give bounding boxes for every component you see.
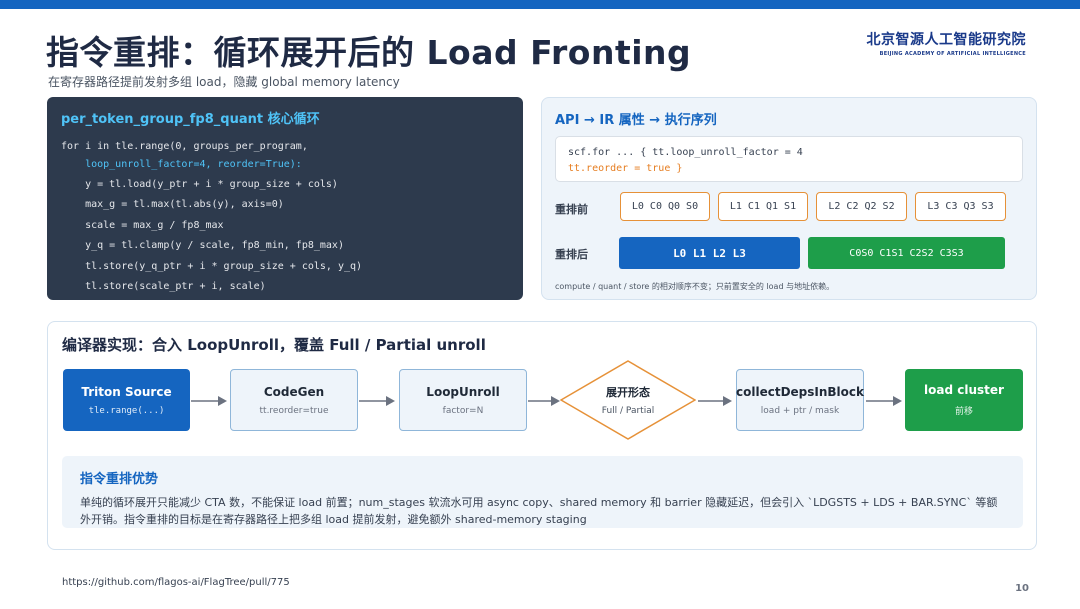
flow-arrow-icon [698, 396, 732, 406]
api-panel-note: compute / quant / store 的相对顺序不变；只前置安全的 l… [555, 282, 835, 291]
flow-node-load-cluster: load cluster 前移 [905, 369, 1023, 431]
logo-english-name: BEIJING ACADEMY OF ARTIFICIAL INTELLIGEN… [879, 51, 1026, 57]
before-reorder-label: 重排前 [555, 203, 588, 216]
ir-code-line: tt.reorder = true } [568, 163, 683, 174]
compiler-panel: 编译器实现：合入 LoopUnroll，覆盖 Full / Partial un… [47, 321, 1037, 550]
flow-node-sub: factor=N [442, 405, 484, 416]
flow-arrow-icon [528, 396, 560, 406]
ir-code-line: scf.for ... { tt.loop_unroll_factor = 4 [568, 147, 803, 158]
flow-node-collect-deps: collectDepsInBlock load + ptr / mask [736, 369, 864, 431]
flow-node-triton-source: Triton Source tle.range(...) [63, 369, 190, 431]
top-accent-bar [0, 0, 1080, 9]
flow-node-sub: tt.reorder=true [259, 405, 329, 416]
api-panel-title: API → IR 属性 → 执行序列 [555, 113, 717, 128]
code-line: tl.store(scale_ptr + i, scale) [61, 281, 266, 292]
page-number: 10 [1015, 583, 1029, 594]
code-line: y_q = tl.clamp(y / scale, fp8_min, fp8_m… [61, 240, 344, 251]
flow-node-title: 展开形态 [606, 386, 650, 399]
flow-decision-unroll-form: 展开形态 Full / Partial [560, 360, 696, 440]
flow-node-title: Triton Source [81, 384, 172, 399]
before-chip: L2 C2 Q2 S2 [816, 192, 907, 221]
compiler-panel-title: 编译器实现：合入 LoopUnroll，覆盖 Full / Partial un… [62, 336, 486, 354]
api-ir-panel: API → IR 属性 → 执行序列 scf.for ... { tt.loop… [541, 97, 1037, 300]
code-line: for i in tle.range(0, groups_per_program… [61, 141, 308, 152]
after-reorder-label: 重排后 [555, 248, 588, 261]
code-line: scale = max_g / fp8_max [61, 219, 224, 231]
flow-arrow-icon [359, 396, 395, 406]
code-line: y = tl.load(y_ptr + i * group_size + col… [61, 178, 338, 190]
code-line: loop_unroll_factor=4, reorder=True): [61, 158, 302, 170]
flow-node-codegen: CodeGen tt.reorder=true [230, 369, 358, 431]
flow-node-title: CodeGen [263, 384, 325, 399]
advantage-text: 单纯的循环展开只能减少 CTA 数，不能保证 load 前置；num_stage… [80, 496, 998, 526]
code-line: max_g = tl.max(tl.abs(y), axis=0) [61, 199, 284, 210]
page-subtitle: 在寄存器路径提前发射多组 load，隐藏 global memory laten… [48, 75, 400, 89]
logo-chinese-name: 北京智源人工智能研究院 [866, 32, 1026, 48]
before-chip: L1 C1 Q1 S1 [718, 192, 808, 221]
after-compute-chip: C0S0 C1S1 C2S2 C3S3 [808, 237, 1005, 269]
before-chip: L0 C0 Q0 S0 [620, 192, 710, 221]
flow-node-title: LoopUnroll [426, 384, 500, 399]
flow-node-sub: 前移 [954, 407, 973, 417]
github-pr-link[interactable]: https://github.com/flagos-ai/FlagTree/pu… [62, 577, 290, 588]
flow-node-sub: load + ptr / mask [760, 405, 840, 416]
ir-code-box: scf.for ... { tt.loop_unroll_factor = 4 … [555, 136, 1023, 182]
decision-diamond-icon [560, 360, 696, 440]
flow-node-sub: tle.range(...) [88, 405, 165, 416]
flow-node-sub: Full / Partial [601, 406, 655, 416]
code-panel: per_token_group_fp8_quant 核心循环 for i in … [47, 97, 523, 300]
page-title: 指令重排：循环展开后的 Load Fronting [46, 33, 692, 72]
code-panel-title: per_token_group_fp8_quant 核心循环 [61, 112, 320, 127]
after-loads-chip: L0 L1 L2 L3 [619, 237, 800, 269]
code-line: tl.store(y_q_ptr + i * group_size + cols… [61, 260, 363, 272]
advantage-title: 指令重排优势 [80, 472, 159, 487]
advantage-box: 指令重排优势 单纯的循环展开只能减少 CTA 数，不能保证 load 前置；nu… [62, 456, 1023, 528]
flow-node-title: load cluster [924, 383, 1004, 397]
flow-node-loopunroll: LoopUnroll factor=N [399, 369, 527, 431]
flow-node-title: collectDepsInBlock [736, 384, 865, 399]
flow-arrow-icon [191, 396, 227, 406]
baai-logo: 北京智源人工智能研究院 BEIJING ACADEMY OF ARTIFICIA… [867, 29, 1027, 57]
flow-arrow-icon [866, 396, 902, 406]
before-chip: L3 C3 Q3 S3 [915, 192, 1006, 221]
